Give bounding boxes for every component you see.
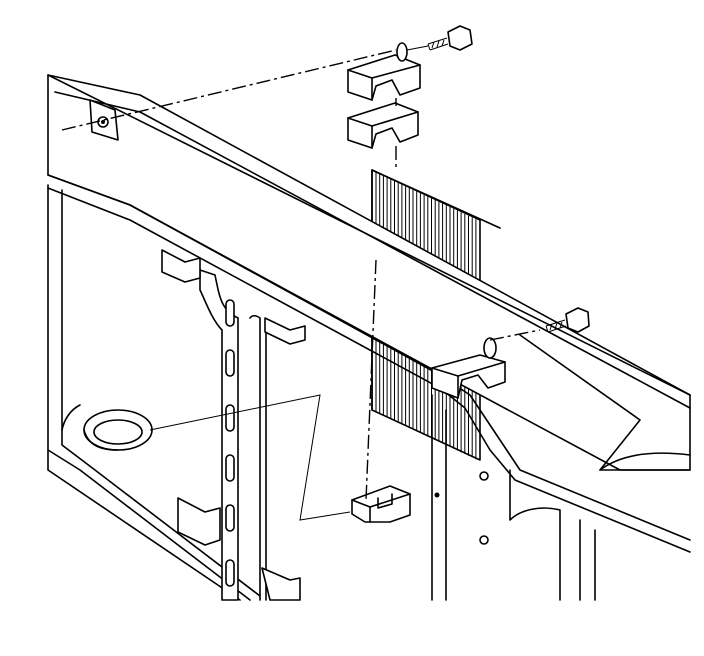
right-insulator-cap (431, 337, 506, 399)
bracket-slot (225, 559, 235, 587)
radiator-upper-support (47, 74, 691, 553)
bracket-slot (225, 349, 235, 377)
lower-tie-bar-opening (83, 409, 153, 451)
mounting-bolt-top (396, 25, 473, 62)
bracket-slot (225, 404, 235, 432)
bracket-slot (225, 504, 235, 532)
bracket-slot (225, 299, 235, 327)
upper-insulator-cap (347, 54, 421, 101)
lower-insulator (351, 485, 411, 523)
bracket-slot (225, 454, 235, 482)
support-bracket (199, 269, 267, 601)
mounting-bolt-right (545, 307, 590, 333)
right-lower-bracket (431, 394, 596, 601)
leader-lines (149, 394, 351, 521)
alignment-lines (61, 49, 541, 501)
bracket-slots (225, 299, 235, 587)
upper-insulator (347, 102, 419, 149)
front-frame (47, 184, 261, 601)
support-blocks (161, 249, 306, 601)
